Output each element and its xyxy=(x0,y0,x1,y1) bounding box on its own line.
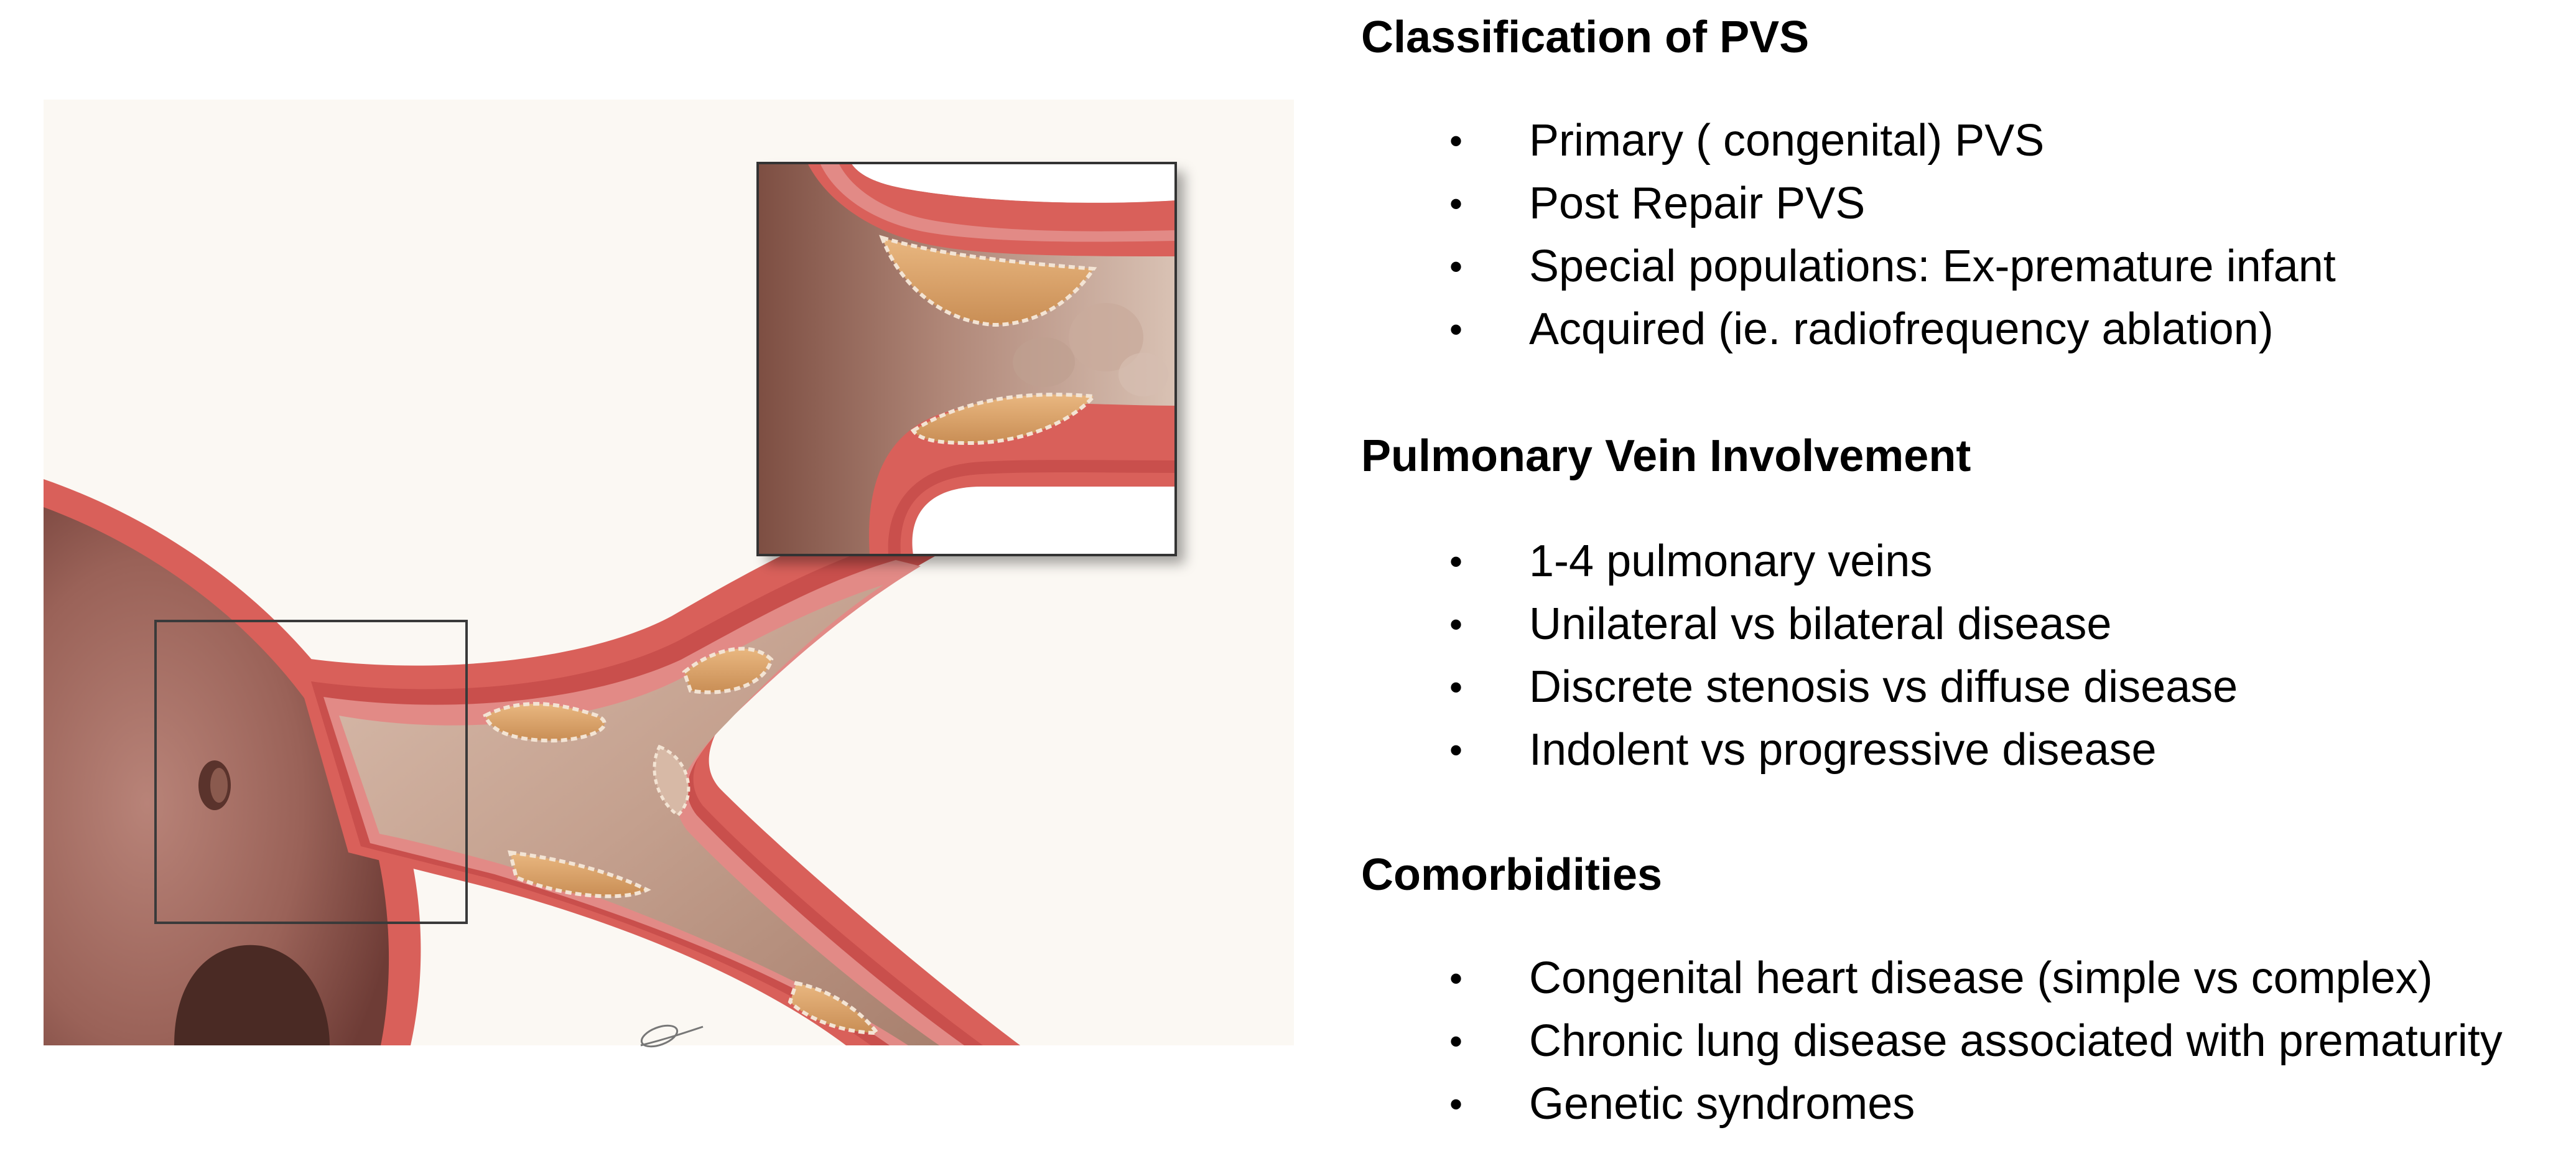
classification-list: • Primary ( congenital) PVS • Post Repai… xyxy=(1361,110,2568,361)
section-title-pulmonary-vein-involvement: Pulmonary Vein Involvement xyxy=(1361,431,1971,481)
list-item-text: Discrete stenosis vs diffuse disease xyxy=(1529,662,2238,712)
bullet-icon: • xyxy=(1449,666,1463,708)
stenosis-plaques xyxy=(483,647,881,1035)
list-item: • Genetic syndromes xyxy=(1361,1073,2568,1136)
pulmonary-vein-drawing xyxy=(44,100,1294,1048)
artist-signature-mark xyxy=(640,1024,704,1048)
bullet-icon: • xyxy=(1449,541,1463,582)
list-item-text: Acquired (ie. radiofrequency ablation) xyxy=(1529,304,2274,354)
section-pulmonary-vein-involvement: Pulmonary Vein Involvement xyxy=(1361,426,2568,486)
comorbidities-list: • Congenital heart disease (simple vs co… xyxy=(1361,947,2568,1136)
list-item-text: Chronic lung disease associated with pre… xyxy=(1529,1016,2503,1066)
bullet-icon: • xyxy=(1449,120,1463,162)
list-item-text: Post Repair PVS xyxy=(1529,179,1866,228)
bullet-icon: • xyxy=(1449,1020,1463,1062)
list-item-text: Unilateral vs bilateral disease xyxy=(1529,599,2112,649)
left-atrium xyxy=(44,479,421,1045)
section-classification: Classification of PVS xyxy=(1361,7,2568,67)
list-item: • Congenital heart disease (simple vs co… xyxy=(1361,947,2568,1010)
list-item: • Acquired (ie. radiofrequency ablation) xyxy=(1361,298,2568,361)
list-item-text: Congenital heart disease (simple vs comp… xyxy=(1529,953,2433,1003)
list-item: • Discrete stenosis vs diffuse disease xyxy=(1361,656,2568,719)
list-item-text: Indolent vs progressive disease xyxy=(1529,725,2157,775)
bullet-icon: • xyxy=(1449,958,1463,999)
list-item-text: Primary ( congenital) PVS xyxy=(1529,116,2045,166)
bullet-icon: • xyxy=(1449,309,1463,350)
text-panel: Classification of PVS • Primary ( congen… xyxy=(1361,0,2568,1155)
bullet-icon: • xyxy=(1449,183,1463,225)
list-item-text: 1-4 pulmonary veins xyxy=(1529,536,1933,586)
ostium-highlight-box xyxy=(154,620,468,924)
bullet-icon: • xyxy=(1449,604,1463,645)
list-item-text: Genetic syndromes xyxy=(1529,1079,1915,1129)
list-item: • Primary ( congenital) PVS xyxy=(1361,110,2568,172)
list-item: • 1-4 pulmonary veins xyxy=(1361,530,2568,593)
involvement-list: • 1-4 pulmonary veins • Unilateral vs bi… xyxy=(1361,530,2568,782)
bullet-icon: • xyxy=(1449,1083,1463,1125)
list-item: • Unilateral vs bilateral disease xyxy=(1361,593,2568,656)
list-item: • Chronic lung disease associated with p… xyxy=(1361,1010,2568,1073)
list-item-text: Special populations: Ex-premature infant xyxy=(1529,241,2336,291)
large-ostium xyxy=(174,945,330,1045)
list-item: • Indolent vs progressive disease xyxy=(1361,719,2568,782)
list-item: • Post Repair PVS xyxy=(1361,172,2568,235)
pulmonary-vein-illustration xyxy=(44,100,1294,1048)
section-comorbidities: Comorbidities xyxy=(1361,845,2568,905)
bullet-icon: • xyxy=(1449,246,1463,287)
bullet-icon: • xyxy=(1449,729,1463,771)
list-item: • Special populations: Ex-premature infa… xyxy=(1361,235,2568,298)
section-title-comorbidities: Comorbidities xyxy=(1361,850,1663,900)
section-title-classification: Classification of PVS xyxy=(1361,12,1810,62)
magnified-inset-content xyxy=(756,162,1177,556)
